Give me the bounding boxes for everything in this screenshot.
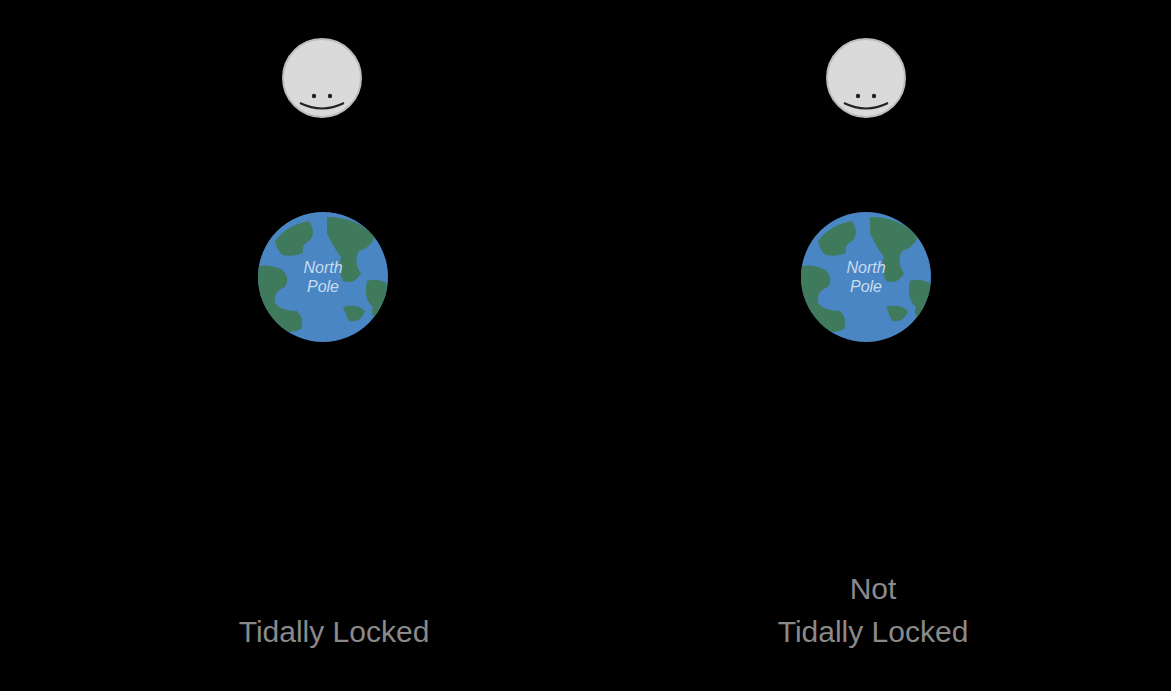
pole-label: North Pole: [834, 258, 898, 296]
text-holder: North Pole: [800, 211, 932, 343]
earth-outline: [257, 211, 389, 343]
text-holder: North Pole: [257, 211, 389, 343]
earth-globe: North Pole: [257, 211, 389, 343]
pole-label: North Pole: [291, 258, 355, 296]
earth-globe: North Pole: [800, 211, 932, 343]
moon: [283, 39, 361, 117]
moon: [827, 39, 905, 117]
caption-label: Not Tidally Locked: [778, 567, 969, 653]
caption-label: Tidally Locked: [239, 610, 430, 653]
earth-outline: [800, 211, 932, 343]
